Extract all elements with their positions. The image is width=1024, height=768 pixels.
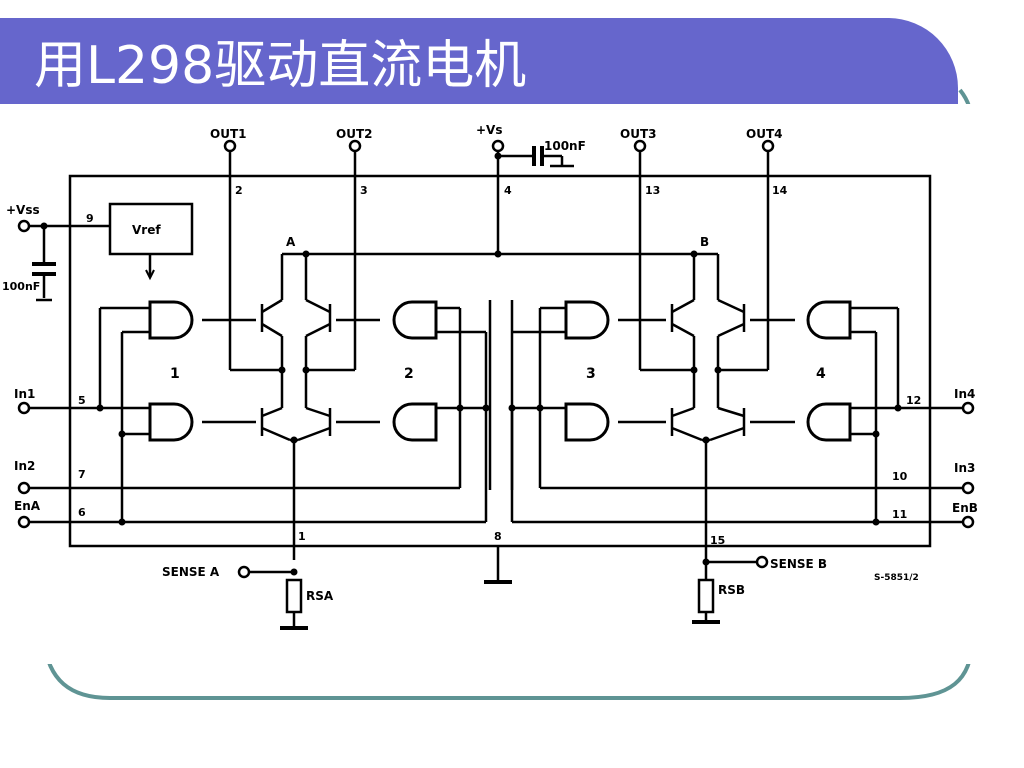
pin-enb: 11	[892, 508, 907, 521]
and-gate-3b	[564, 402, 610, 442]
out3-label: OUT3	[620, 127, 656, 141]
out1-terminal	[223, 139, 237, 153]
out4-label: OUT4	[746, 127, 782, 141]
vs-terminal	[491, 139, 505, 153]
in2-label: In2	[14, 459, 35, 473]
out2-terminal	[348, 139, 362, 153]
sense-a-terminal	[237, 565, 251, 579]
pin-ena: 6	[78, 506, 86, 519]
pin-out1: 2	[235, 184, 243, 197]
vref-label: Vref	[132, 223, 161, 237]
rsa-label: RSA	[306, 589, 334, 603]
pin-out4: 14	[772, 184, 788, 197]
in1-terminal	[17, 401, 31, 415]
pin-in1: 5	[78, 394, 86, 407]
l298-schematic: OUT1 OUT2 OUT3 OUT4 2 3 13 14 +Vs 4 100n…	[0, 104, 1024, 664]
pin-in3: 10	[892, 470, 908, 483]
out3-terminal	[633, 139, 647, 153]
and-gate-4a	[806, 300, 852, 340]
slide-title: 用L298驱动直流电机	[34, 36, 527, 96]
ena-terminal	[17, 515, 31, 529]
in1-label: In1	[14, 387, 35, 401]
in4-label: In4	[954, 387, 975, 401]
node-a-label: A	[286, 235, 296, 249]
cap-label: 100nF	[544, 139, 586, 153]
node-b-label: B	[700, 235, 709, 249]
rsb-resistor	[697, 578, 715, 614]
bridge-1-label: 1	[170, 366, 180, 382]
pin-in4: 12	[906, 394, 921, 407]
bridge-4-label: 4	[816, 366, 826, 382]
out1-label: OUT1	[210, 127, 246, 141]
in4-terminal	[961, 401, 975, 415]
and-gate-2b	[392, 402, 438, 442]
and-gate-1b	[148, 402, 194, 442]
vss-terminal	[17, 219, 31, 233]
pin-sense-a: 1	[298, 530, 306, 543]
vss-label: +Vss	[6, 203, 40, 217]
pin-out3: 13	[645, 184, 660, 197]
in2-terminal	[17, 481, 31, 495]
bridge-3-label: 3	[586, 366, 596, 382]
and-gate-1a	[148, 300, 194, 340]
vss-cap-label: 100nF	[2, 280, 40, 293]
chip-outline	[68, 174, 932, 548]
pin-in2: 7	[78, 468, 86, 481]
in3-terminal	[961, 481, 975, 495]
part-code: S-5851/2	[874, 573, 919, 583]
and-gate-3a	[564, 300, 610, 340]
pin-vss: 9	[86, 212, 94, 225]
pin-gnd: 8	[494, 530, 502, 543]
pin-out2: 3	[360, 184, 368, 197]
pin-sense-b: 15	[710, 534, 725, 547]
rsa-resistor	[285, 578, 303, 614]
vs-label: +Vs	[476, 123, 502, 137]
and-gate-2a	[392, 300, 438, 340]
sense-a-label: SENSE A	[162, 565, 220, 579]
enb-label: EnB	[952, 501, 978, 515]
in3-label: In3	[954, 461, 975, 475]
rsb-label: RSB	[718, 583, 745, 597]
and-gate-4b	[806, 402, 852, 442]
sense-b-terminal	[755, 555, 769, 569]
sense-b-label: SENSE B	[770, 557, 827, 571]
out4-terminal	[761, 139, 775, 153]
title-band	[0, 18, 958, 114]
out2-label: OUT2	[336, 127, 372, 141]
bridge-2-label: 2	[404, 366, 414, 382]
pin-vs: 4	[504, 184, 512, 197]
enb-terminal	[961, 515, 975, 529]
ena-label: EnA	[14, 499, 41, 513]
